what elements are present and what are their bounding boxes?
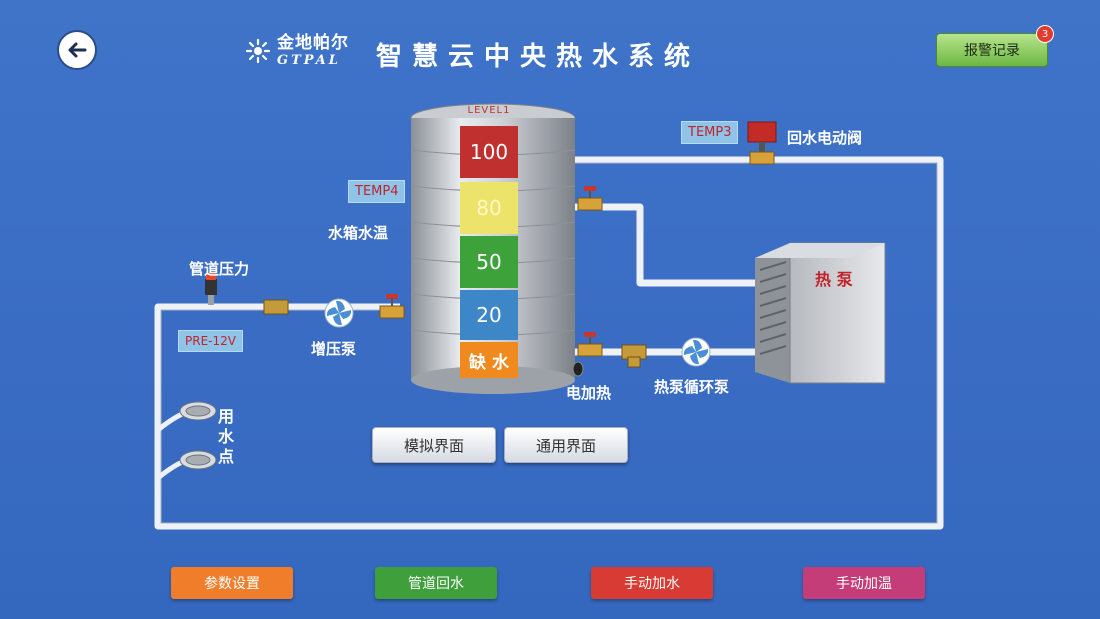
alarm-records-button[interactable]: 报警记录 bbox=[936, 33, 1048, 67]
shower-head-icon-2 bbox=[156, 450, 217, 480]
tank-level-2: 50 bbox=[460, 236, 518, 288]
back-button[interactable] bbox=[57, 30, 97, 70]
pipe-return-button[interactable]: 管道回水 bbox=[375, 567, 497, 599]
shower-head-icon-1 bbox=[156, 401, 217, 432]
pipe-pressure-label: 管道压力 bbox=[189, 260, 250, 278]
tank-temp-label: 水箱水温 bbox=[328, 224, 389, 242]
page-title: 智慧云中央热水系统 bbox=[376, 42, 701, 72]
strainer-icon-pump bbox=[621, 344, 647, 368]
valve-icon-tank-top bbox=[577, 186, 603, 211]
temp4-sensor[interactable]: TEMP4 bbox=[348, 180, 406, 203]
valve-icon-left bbox=[379, 294, 405, 319]
alarm-count-badge: 3 bbox=[1036, 25, 1054, 43]
parameter-settings-button[interactable]: 参数设置 bbox=[171, 567, 293, 599]
motor-valve-icon bbox=[747, 121, 777, 165]
general-view-button[interactable]: 通用界面 bbox=[504, 427, 628, 463]
arrow-left-icon bbox=[68, 42, 87, 58]
logo-cn-text: 金地帕尔 bbox=[277, 33, 349, 53]
tank-level-1: 80 bbox=[460, 182, 518, 234]
electric-heater-icon bbox=[572, 361, 584, 377]
pressure-sensor-icon bbox=[205, 273, 217, 305]
main-loop-pipe bbox=[154, 156, 944, 530]
tank-level-3: 20 bbox=[460, 290, 518, 340]
tank-level-0: 100 bbox=[460, 126, 518, 178]
heat-pump-circ-label: 热泵循环泵 bbox=[654, 378, 730, 396]
booster-pump-icon bbox=[324, 298, 354, 328]
valve-icon-tank-bottom bbox=[577, 332, 603, 357]
tank-level-label: LEVEL1 bbox=[467, 105, 511, 116]
manual-fill-button[interactable]: 手动加水 bbox=[591, 567, 713, 599]
heat-pump-label: 热 泵 bbox=[815, 270, 853, 289]
use-point-label: 用水点 bbox=[218, 407, 235, 466]
strainer-icon-booster bbox=[263, 299, 289, 315]
tank-level-4: 缺 水 bbox=[460, 342, 518, 378]
logo-en-text: GTPAL bbox=[277, 53, 341, 68]
manual-heat-button[interactable]: 手动加温 bbox=[803, 567, 925, 599]
pressure-sensor-value[interactable]: PRE-12V bbox=[178, 330, 243, 352]
heat-pump-unit bbox=[755, 242, 886, 384]
sun-logo-icon bbox=[245, 38, 271, 64]
return-valve-label: 回水电动阀 bbox=[787, 129, 863, 147]
electric-heat-label: 电加热 bbox=[566, 384, 612, 402]
simulation-view-button[interactable]: 模拟界面 bbox=[372, 427, 496, 463]
temp3-sensor[interactable]: TEMP3 bbox=[681, 121, 739, 144]
brand-logo: 金地帕尔 GTPAL bbox=[245, 35, 349, 67]
circulation-pump-icon bbox=[681, 337, 711, 367]
booster-pump-label: 增压泵 bbox=[311, 340, 357, 358]
